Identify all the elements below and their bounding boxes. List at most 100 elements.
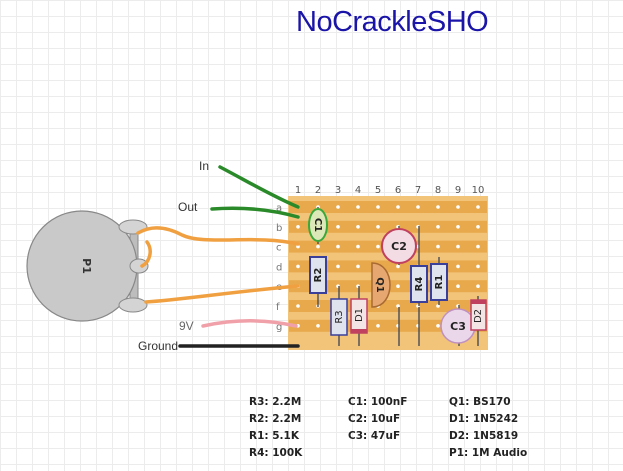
wire-in — [218, 165, 300, 209]
bom-item: R1: 5.1K — [249, 430, 299, 442]
strip-hole — [336, 264, 340, 269]
column-label: 7 — [415, 185, 421, 196]
column-labels: 1 2 3 4 5 6 7 8 9 10 — [295, 185, 485, 196]
potentiometer-p1: P1 — [26, 210, 149, 322]
bom-item: D2: 1N5819 — [449, 430, 519, 442]
resistor-r1: R1 — [430, 263, 448, 301]
wire-label-out: Out — [178, 200, 198, 214]
strip-hole — [456, 264, 460, 269]
wire-label-in: In — [199, 159, 210, 173]
capacitor-c3: C3 — [440, 308, 476, 344]
strip-hole — [296, 304, 300, 308]
bom-item: R2: 2.2M — [249, 413, 302, 425]
resistor-r4: R4 — [410, 265, 428, 303]
strip-hole — [356, 264, 360, 269]
strip-hole — [436, 244, 440, 249]
strip-hole — [416, 205, 420, 209]
p1-label: P1 — [80, 258, 93, 274]
r4-label: R4 — [414, 277, 425, 292]
c2-label: C2 — [391, 240, 407, 253]
wire-out — [210, 206, 300, 219]
r1-label: R1 — [434, 275, 445, 290]
bom-item: D1: 1N5242 — [449, 413, 519, 425]
resistor-r2: R2 — [309, 256, 327, 294]
strip-hole — [476, 264, 480, 269]
resistor-r3: R3 — [330, 298, 348, 336]
wire-p1-top — [136, 226, 300, 246]
q1-label: Q1 — [374, 277, 385, 293]
row-label: d — [276, 262, 282, 273]
strip-hole — [336, 205, 340, 209]
copper-strip — [289, 201, 487, 213]
strip-hole — [436, 205, 440, 209]
strip-hole — [356, 225, 360, 229]
row-label: b — [276, 223, 282, 234]
strip-hole — [396, 284, 400, 289]
column-label: 2 — [315, 185, 321, 196]
strip-hole — [436, 225, 440, 229]
row-label: a — [276, 203, 282, 214]
column-label: 5 — [375, 185, 381, 196]
strip-hole — [316, 324, 320, 328]
strip-hole — [376, 244, 380, 249]
row-label: c — [276, 243, 282, 254]
strip-hole — [356, 244, 360, 249]
strip-hole — [396, 264, 400, 269]
bom-item: R3: 2.2M — [249, 396, 302, 408]
strip-hole — [476, 284, 480, 289]
parts-list-semis: Q1: BS170 D1: 1N5242 D2: 1N5819 P1: 1M A… — [449, 394, 527, 462]
d2-label: D2 — [473, 309, 484, 323]
strip-hole — [336, 225, 340, 229]
wire-p1-mid — [140, 240, 152, 268]
page-title: NoCrackleSHO — [296, 6, 489, 38]
strip-hole — [476, 225, 480, 229]
diode-d1: D1 — [350, 298, 368, 334]
wire-label-ground: Ground — [138, 339, 179, 353]
column-label: 1 — [295, 185, 301, 196]
column-label: 10 — [472, 185, 485, 196]
strip-hole — [396, 304, 400, 308]
parts-list-capacitors: C1: 100nF C2: 10uF C3: 47uF — [348, 394, 407, 445]
column-label: 4 — [355, 185, 361, 196]
d1-label: D1 — [354, 308, 365, 322]
wire-p1-bottom — [144, 284, 300, 304]
bom-item: P1: 1M Audio — [449, 447, 528, 459]
wires — [136, 165, 300, 348]
copper-strip — [289, 220, 487, 233]
strip-hole — [376, 324, 380, 328]
strip-hole — [396, 205, 400, 209]
r3-label: R3 — [334, 310, 345, 323]
wire-label-9v: 9V — [179, 319, 194, 333]
column-label: 3 — [335, 185, 341, 196]
column-label: 9 — [455, 185, 461, 196]
c1-label: C1 — [312, 218, 323, 232]
transistor-q1: Q1 — [371, 262, 391, 308]
capacitor-c2: C2 — [381, 228, 417, 264]
r2-label: R2 — [313, 268, 324, 283]
strip-hole — [456, 284, 460, 289]
c3-label: C3 — [450, 320, 466, 333]
bom-item: C3: 47uF — [348, 430, 401, 442]
strip-hole — [296, 244, 300, 249]
strip-hole — [336, 244, 340, 249]
column-label: 6 — [395, 185, 401, 196]
strip-hole — [476, 205, 480, 209]
bom-item: Q1: BS170 — [449, 396, 511, 408]
diode-d2: D2 — [470, 299, 487, 331]
strip-hole — [376, 225, 380, 229]
strip-hole — [436, 324, 440, 328]
row-label: f — [276, 302, 280, 313]
column-label: 8 — [435, 185, 441, 196]
bom-item: C1: 100nF — [348, 396, 408, 408]
bom-item: C2: 10uF — [348, 413, 401, 425]
strip-hole — [376, 205, 380, 209]
row-label: g — [276, 322, 282, 333]
strip-hole — [296, 225, 300, 229]
strip-hole — [316, 244, 320, 249]
strip-hole — [476, 244, 480, 249]
strip-hole — [456, 225, 460, 229]
strip-hole — [456, 244, 460, 249]
strip-hole — [296, 264, 300, 269]
